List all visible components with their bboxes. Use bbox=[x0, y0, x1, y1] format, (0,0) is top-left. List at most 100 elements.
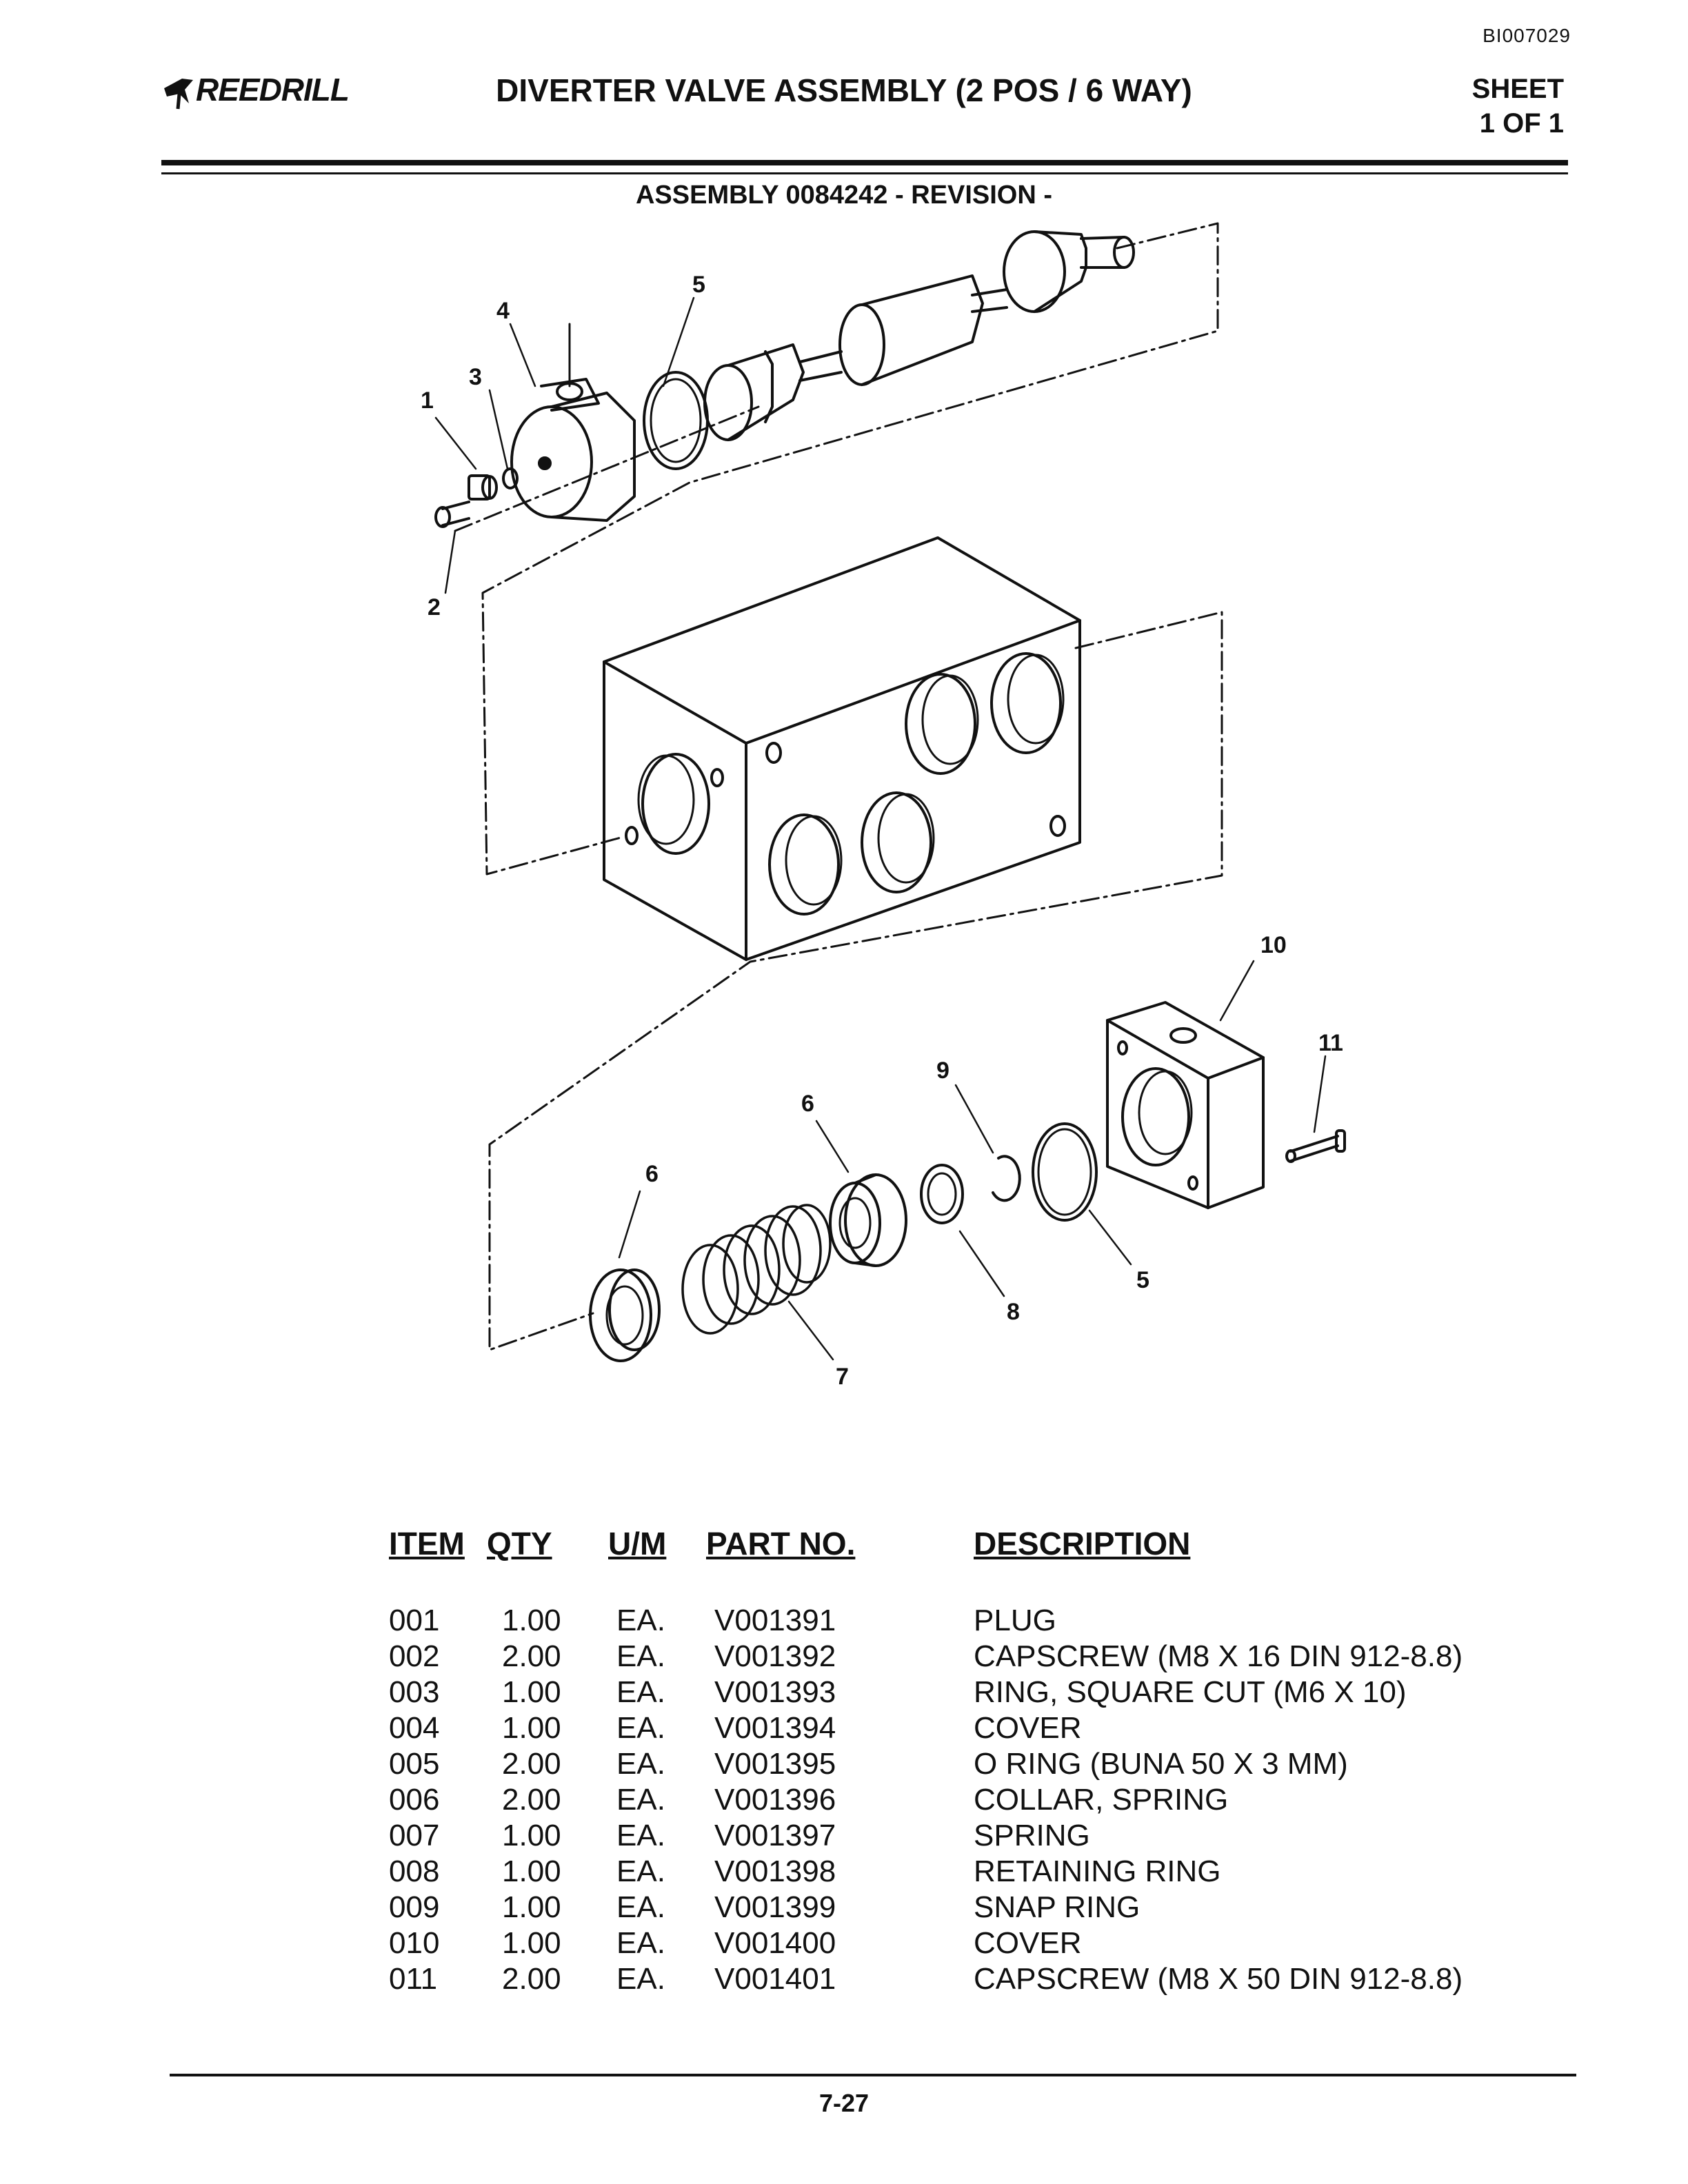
sheet-label: SHEET bbox=[1471, 74, 1564, 104]
leader-lines bbox=[434, 296, 1327, 1361]
um-cell: EA. bbox=[616, 1854, 665, 1888]
qty-cell: 1.00 bbox=[502, 1675, 561, 1709]
callout-3: 3 bbox=[469, 364, 482, 390]
spring-collar-upper bbox=[829, 1173, 907, 1267]
um-cell: EA. bbox=[616, 1890, 665, 1924]
item-cell: 007 bbox=[389, 1819, 440, 1852]
callout-9: 9 bbox=[936, 1058, 950, 1084]
part-no-cell: V001393 bbox=[714, 1675, 836, 1709]
description-cell: CAPSCREW (M8 X 16 DIN 912-8.8) bbox=[974, 1639, 1463, 1673]
um-cell: EA. bbox=[616, 1783, 665, 1817]
um-cell: EA. bbox=[616, 1926, 665, 1960]
spring bbox=[681, 1204, 832, 1335]
col-header-qty: QTY bbox=[487, 1526, 552, 1561]
item-cell: 003 bbox=[389, 1675, 440, 1709]
um-cell: EA. bbox=[616, 1675, 665, 1709]
description-cell: COVER bbox=[974, 1926, 1082, 1960]
retaining-ring bbox=[920, 1164, 964, 1224]
bottom-cover bbox=[1106, 1001, 1265, 1209]
sheet-count: 1 OF 1 bbox=[1479, 108, 1564, 139]
item-cell: 011 bbox=[389, 1962, 438, 1996]
company-logo: REEDRILL bbox=[161, 69, 350, 110]
qty-cell: 1.00 bbox=[502, 1711, 561, 1745]
um-cell: EA. bbox=[616, 1819, 665, 1852]
o-ring-upper bbox=[643, 371, 709, 470]
item-cell: 002 bbox=[389, 1639, 440, 1673]
header-rule-thin bbox=[161, 172, 1568, 174]
qty-cell: 1.00 bbox=[502, 1890, 561, 1924]
part-no-cell: V001394 bbox=[714, 1711, 836, 1745]
spring-collar-lower bbox=[589, 1268, 661, 1362]
valve-body bbox=[603, 536, 1081, 961]
part-no-cell: V001391 bbox=[714, 1604, 836, 1637]
assembly-label: ASSEMBLY 0084242 - REVISION - bbox=[635, 181, 1053, 210]
col-header-item: ITEM bbox=[389, 1526, 465, 1561]
item-cell: 001 bbox=[389, 1604, 440, 1637]
item-cell: 010 bbox=[389, 1926, 440, 1960]
description-cell: PLUG bbox=[974, 1604, 1056, 1637]
callout-6-upper: 6 bbox=[801, 1091, 814, 1117]
item-cell: 009 bbox=[389, 1890, 440, 1924]
part-no-cell: V001400 bbox=[714, 1926, 836, 1960]
document-id: BI007029 bbox=[1483, 25, 1571, 46]
um-cell: EA. bbox=[616, 1711, 665, 1745]
description-cell: CAPSCREW (M8 X 50 DIN 912-8.8) bbox=[974, 1962, 1463, 1996]
callout-2: 2 bbox=[428, 594, 441, 620]
o-ring-upper-inner bbox=[650, 378, 702, 463]
qty-cell: 1.00 bbox=[502, 1854, 561, 1888]
col-header-description: DESCRIPTION bbox=[974, 1526, 1191, 1561]
exploded-view-drawing bbox=[434, 222, 1346, 1362]
part-no-cell: V001396 bbox=[714, 1783, 836, 1817]
description-cell: COLLAR, SPRING bbox=[974, 1783, 1229, 1817]
um-cell: EA. bbox=[616, 1747, 665, 1781]
part-no-cell: V001395 bbox=[714, 1747, 836, 1781]
header-rule bbox=[161, 160, 1568, 165]
end-cover bbox=[510, 323, 636, 522]
spool bbox=[703, 230, 1135, 441]
plug bbox=[468, 474, 498, 501]
callout-6-lower: 6 bbox=[645, 1161, 659, 1187]
part-no-cell: V001401 bbox=[714, 1962, 836, 1996]
qty-cell: 2.00 bbox=[502, 1783, 561, 1817]
description-cell: COVER bbox=[974, 1711, 1082, 1745]
callout-7: 7 bbox=[836, 1364, 849, 1390]
callout-5-upper: 5 bbox=[692, 272, 705, 298]
callout-4: 4 bbox=[496, 298, 510, 324]
long-capscrew bbox=[1285, 1129, 1346, 1163]
description-cell: RING, SQUARE CUT (M6 X 10) bbox=[974, 1675, 1407, 1709]
logo-wordmark: REEDRILL bbox=[196, 72, 350, 108]
callout-11: 11 bbox=[1318, 1030, 1343, 1056]
callout-1: 1 bbox=[421, 387, 434, 414]
item-cell: 006 bbox=[389, 1783, 440, 1817]
description-cell: SPRING bbox=[974, 1819, 1090, 1852]
assembly-guide-lines bbox=[454, 222, 1223, 1351]
qty-cell: 2.00 bbox=[502, 1962, 561, 1996]
part-no-cell: V001399 bbox=[714, 1890, 836, 1924]
description-cell: RETAINING RING bbox=[974, 1854, 1221, 1888]
small-capscrew bbox=[434, 501, 470, 528]
col-header-um: U/M bbox=[608, 1526, 667, 1561]
item-cell: 008 bbox=[389, 1854, 440, 1888]
callout-5-lower: 5 bbox=[1136, 1267, 1149, 1293]
item-cell: 004 bbox=[389, 1711, 440, 1745]
callout-8: 8 bbox=[1007, 1299, 1020, 1325]
description-cell: O RING (BUNA 50 X 3 MM) bbox=[974, 1747, 1348, 1781]
um-cell: EA. bbox=[616, 1962, 665, 1996]
col-header-part-no: PART NO. bbox=[706, 1526, 856, 1561]
part-no-cell: V001397 bbox=[714, 1819, 836, 1852]
footer-rule bbox=[170, 2074, 1576, 2076]
square-cut-ring bbox=[502, 467, 519, 489]
qty-cell: 1.00 bbox=[502, 1819, 561, 1852]
part-no-cell: V001398 bbox=[714, 1854, 836, 1888]
description-cell: SNAP RING bbox=[974, 1890, 1141, 1924]
qty-cell: 2.00 bbox=[502, 1747, 561, 1781]
sheet-indicator: SHEET 1 OF 1 bbox=[1472, 72, 1564, 141]
qty-cell: 1.00 bbox=[502, 1926, 561, 1960]
callout-10: 10 bbox=[1260, 932, 1287, 958]
um-cell: EA. bbox=[616, 1604, 665, 1637]
qty-cell: 2.00 bbox=[502, 1639, 561, 1673]
page-number: 7-27 bbox=[818, 2089, 870, 2117]
um-cell: EA. bbox=[616, 1639, 665, 1673]
part-no-cell: V001392 bbox=[714, 1639, 836, 1673]
drill-logo-icon bbox=[164, 79, 193, 110]
